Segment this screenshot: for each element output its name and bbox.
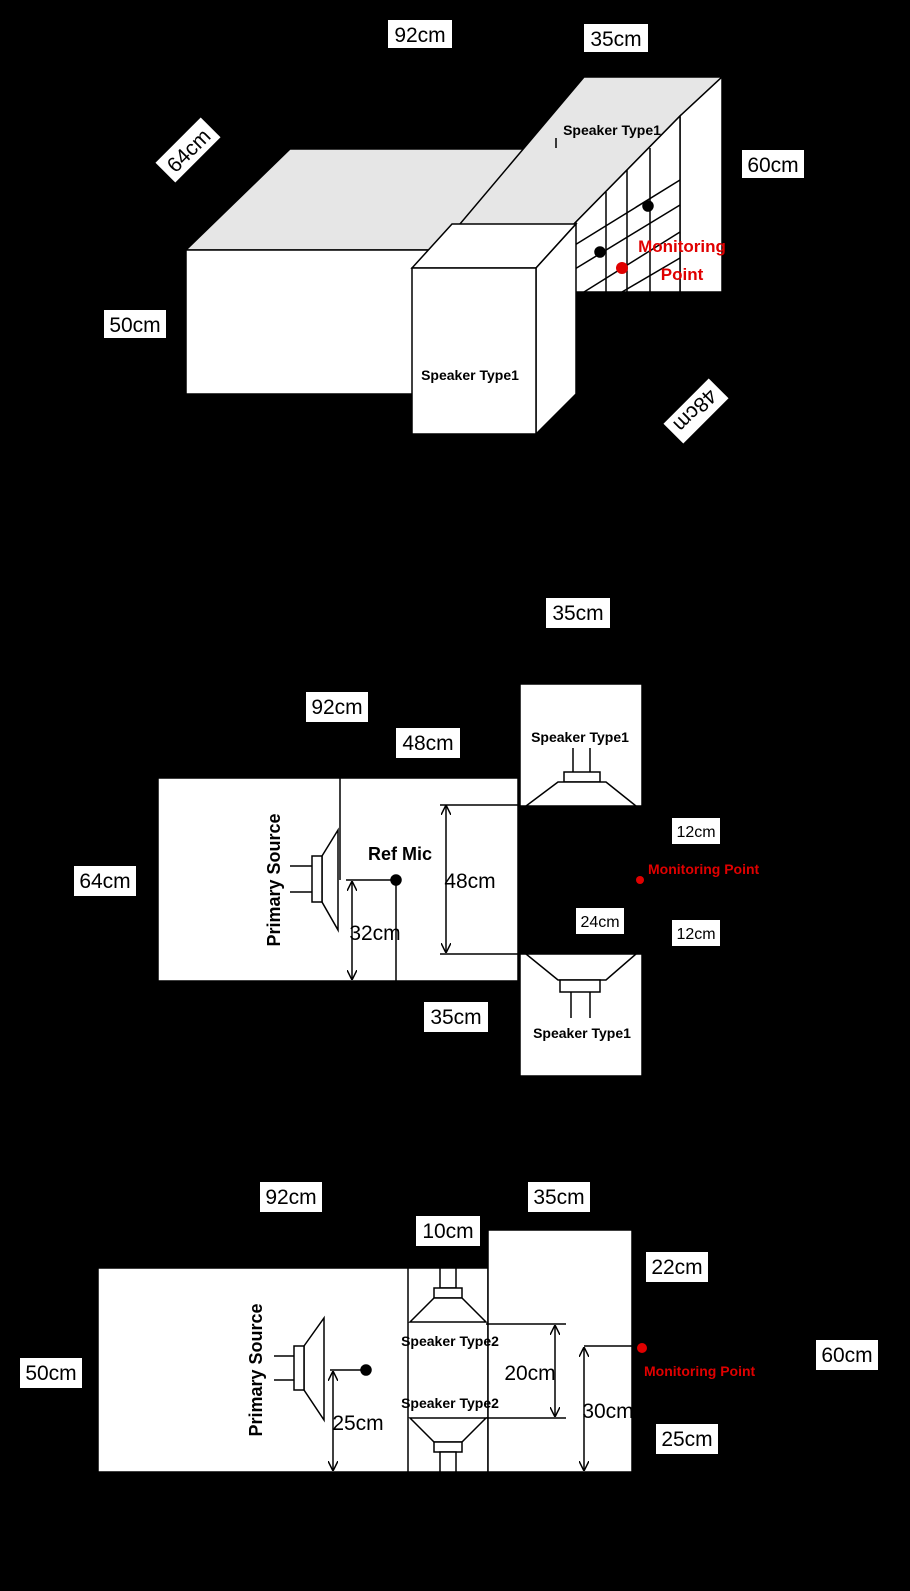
side-primary-source-label: Primary Source [246, 1303, 266, 1436]
iso-dim-92: 92cm [394, 24, 445, 47]
top-dim-24: 24cm [580, 914, 619, 931]
side-labels: 92cm 35cm 10cm 22cm 50cm 60cm 20cm 30cm … [20, 1182, 878, 1454]
top-primary-source-speaker-icon [290, 827, 339, 933]
top-speaker-icon-lower [523, 953, 639, 1018]
side-speaker-label-upper: Speaker Type2 [401, 1333, 499, 1349]
iso-speaker-label-front: Speaker Type1 [421, 367, 519, 383]
iso-grid [555, 138, 681, 293]
top-speaker-label-upper: Speaker Type1 [531, 729, 629, 745]
top-dim-35-top: 35cm [552, 602, 603, 625]
iso-mic-dot-a [594, 246, 606, 258]
isometric-view [184, 75, 724, 436]
side-dim-25-right: 25cm [661, 1428, 712, 1451]
top-dim-64: 64cm [79, 870, 130, 893]
side-speaker-label-lower: Speaker Type2 [401, 1395, 499, 1411]
iso-big-box-front [185, 249, 437, 395]
iso-mic-dot-b [642, 200, 654, 212]
side-right-box [487, 1229, 633, 1473]
side-view [97, 1229, 647, 1473]
top-speaker-label-lower: Speaker Type1 [533, 1025, 631, 1041]
iso-dim-35: 35cm [590, 28, 641, 51]
side-dim-22: 22cm [651, 1256, 702, 1279]
iso-monitoring-label-line2: Point [661, 265, 704, 284]
top-speaker-icon-upper [523, 748, 639, 807]
iso-dim-50: 50cm [109, 314, 160, 337]
top-dim-12-lower: 12cm [676, 926, 715, 943]
side-dim-25-inner: 25cm [332, 1412, 383, 1435]
iso-monitoring-dot [616, 262, 628, 274]
side-ref-mic-dot [360, 1364, 372, 1376]
top-primary-source-label: Primary Source [264, 813, 284, 946]
top-dim-12-upper: 12cm [676, 824, 715, 841]
side-main-box [97, 1267, 489, 1473]
side-dim-20: 20cm [504, 1362, 555, 1385]
side-speaker-icon-upper [408, 1267, 488, 1323]
top-ref-mic-label: Ref Mic [368, 844, 432, 864]
top-view [157, 683, 644, 1077]
top-speaker-box-lower [519, 953, 643, 1077]
top-monitoring-label: Monitoring Point [648, 861, 760, 877]
side-monitoring-dot [637, 1343, 647, 1353]
iso-speaker-box-front [411, 267, 537, 435]
iso-long-box-side [679, 75, 723, 293]
iso-labels: 92cm 35cm 64cm 60cm 50cm 48cm Speaker Ty… [104, 20, 804, 444]
top-monitoring-dot [636, 876, 644, 884]
side-dim-60: 60cm [821, 1344, 872, 1367]
top-ref-mic-dot [390, 874, 402, 886]
top-dim-48-inner: 48cm [444, 870, 495, 893]
side-dim-35: 35cm [533, 1186, 584, 1209]
top-dim-35-bottom: 35cm [430, 1006, 481, 1029]
top-labels: 35cm 92cm 48cm 64cm 48cm 32cm 35cm 12cm … [74, 598, 760, 1041]
side-dim-10: 10cm [422, 1220, 473, 1243]
iso-dim-60: 60cm [747, 154, 798, 177]
side-dim-50: 50cm [25, 1362, 76, 1385]
side-dim-92: 92cm [265, 1186, 316, 1209]
iso-monitoring-label-line1: Monitoring [638, 237, 726, 256]
side-dim-30: 30cm [582, 1400, 633, 1423]
top-dim-48-top: 48cm [402, 732, 453, 755]
side-speaker-icon-lower [408, 1417, 488, 1473]
side-primary-source-speaker-icon [274, 1315, 325, 1423]
iso-speaker-label-top: Speaker Type1 [563, 122, 661, 138]
top-dim-32: 32cm [349, 922, 400, 945]
top-dim-92: 92cm [311, 696, 362, 719]
side-monitoring-label: Monitoring Point [644, 1363, 756, 1379]
